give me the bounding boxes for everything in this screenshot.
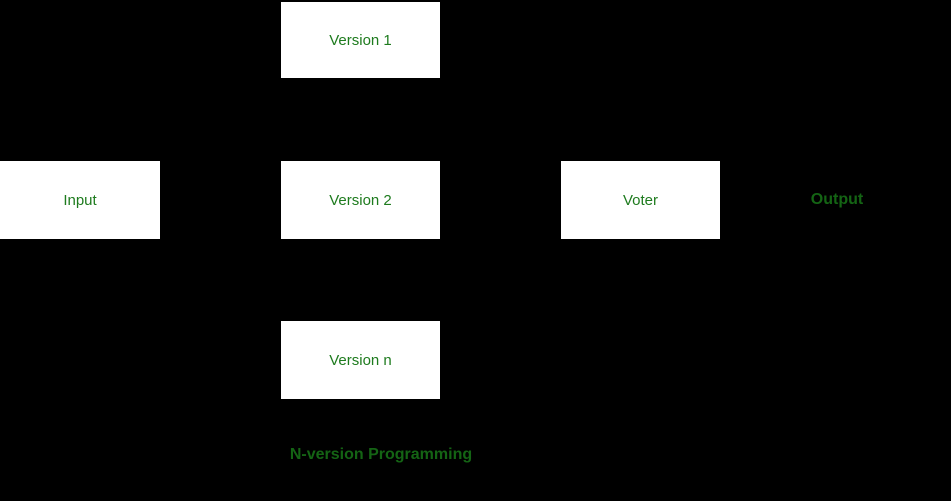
node-input: Input [0,161,160,239]
node-version-n: Version n [281,321,440,399]
output-label: Output [810,191,864,208]
node-version-1-label: Version 1 [329,31,392,49]
node-version-2-label: Version 2 [329,191,392,209]
node-voter-label: Voter [622,191,659,209]
node-version-n-label: Version n [329,351,392,369]
node-version-1: Version 1 [281,2,440,78]
node-version-2: Version 2 [281,161,440,239]
node-input-label: Input [63,191,97,209]
diagram-caption: N-version Programming [289,446,473,463]
node-voter: Voter [561,161,720,239]
